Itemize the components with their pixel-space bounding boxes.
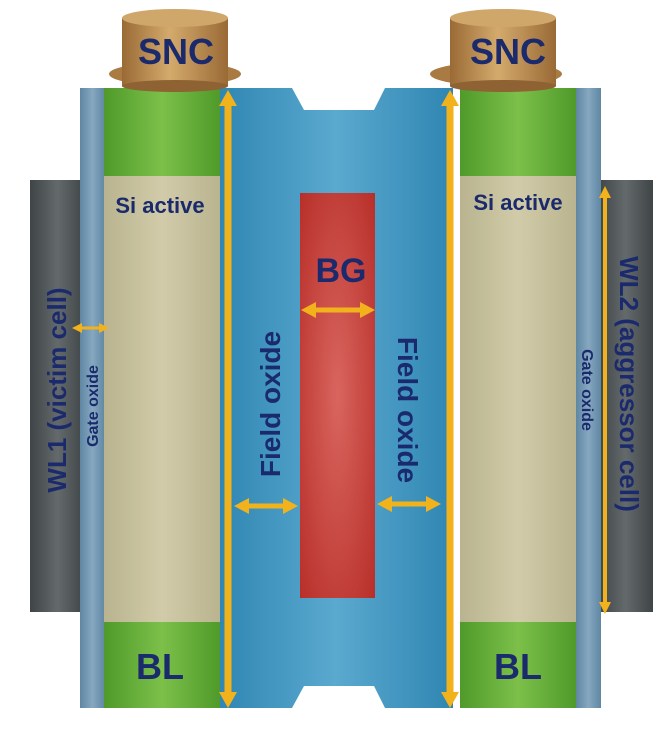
word-line-1 [30,180,85,612]
wl2-label: WL2 (aggressor cell) [614,256,644,512]
bg-label: BG [316,252,367,290]
snc-cylinder-left [109,9,241,92]
snc-label-left: SNC [138,31,214,72]
snc-cylinder-right [430,9,562,92]
wl1-label: WL1 (victim cell) [42,287,72,492]
field-oxide-arrow-left [234,498,298,514]
field-oxide-arrow-right [377,496,441,512]
gate-oxide-arrow-right [599,186,611,614]
si-active-left [104,175,220,623]
field-oxide-label-left: Field oxide [255,331,286,477]
gate-oxide-label-right: Gate oxide [578,349,595,431]
gate-oxide-left [80,88,105,708]
snc-label-right: SNC [470,31,546,72]
bl-contact-right [460,622,576,708]
gate-oxide-right [576,88,601,708]
bg-width-arrow [301,302,375,318]
arrows [72,90,611,708]
snc-contact-right-top [460,88,576,176]
vertical-arrow-right [441,90,459,708]
bl-label-right: BL [494,646,542,687]
gate-oxide-arrow-left [72,323,109,333]
si-active-label-right: Si active [473,190,562,215]
word-line-2 [598,180,653,612]
si-active-label-left: Si active [115,193,204,218]
field-oxide-label-right: Field oxide [392,337,423,483]
snc-contact-left-top [104,88,220,176]
bl-contact-left [104,622,220,708]
gate-oxide-label-left: Gate oxide [85,365,102,447]
si-active-right [460,175,576,623]
back-gate [300,193,375,598]
bl-label-left: BL [136,646,184,687]
vertical-arrow-left [219,90,237,708]
